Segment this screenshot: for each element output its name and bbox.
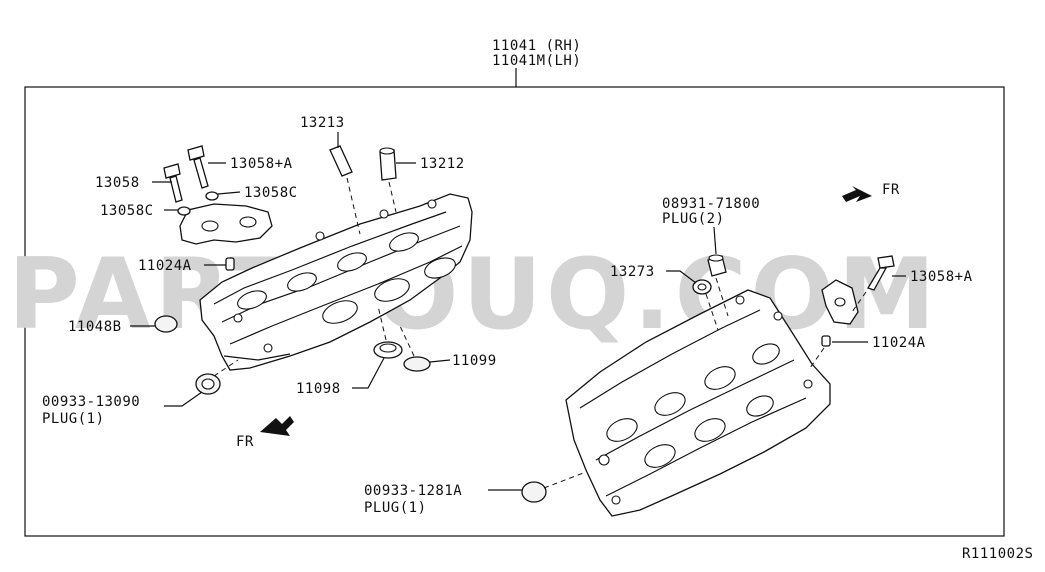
label-plug2: PLUG(2) [662, 211, 725, 227]
label-13058c-right: 13058C [244, 185, 298, 201]
label-11098: 11098 [296, 381, 341, 397]
label-13212: 13212 [420, 156, 465, 172]
plug-11048b[interactable] [154, 315, 178, 333]
label-11099: 11099 [452, 353, 497, 369]
label-fr-left: FR [236, 434, 254, 450]
seal-11099-dash [399, 325, 415, 357]
watermark: PARTSOUQ.COM [8, 238, 939, 352]
guide-13213-dash [346, 177, 361, 235]
label-00933-1281a: 00933-1281A [364, 483, 462, 499]
dowel-11024a-right[interactable] [821, 335, 831, 347]
bolt-right-dash [851, 291, 867, 313]
cylinder-head-right[interactable] [565, 289, 831, 517]
valve-guide-13212[interactable] [379, 147, 397, 181]
label-13058a-right: 13058+A [910, 269, 973, 285]
label-00933-13090: 00933-13090 [42, 394, 140, 410]
label-13058a-left: 13058+A [230, 156, 293, 172]
label-fr-right: FR [882, 182, 900, 198]
label-08931-71800: 08931-71800 [662, 196, 760, 212]
dowel-11024a-left[interactable] [225, 257, 235, 271]
washer-13058c-right[interactable] [205, 191, 219, 201]
label-13058c-left: 13058C [100, 203, 154, 219]
fr-arrow-right-icon [842, 186, 872, 202]
bolt-13058a-left[interactable] [187, 145, 209, 189]
plug-00933-1281a[interactable] [521, 481, 547, 503]
label-13273: 13273 [610, 264, 655, 280]
label-plug1-left: PLUG(1) [42, 411, 105, 427]
label-head-lh: 11041M(LH) [492, 53, 581, 69]
plug-left-dash [213, 359, 239, 377]
washer-13273[interactable] [692, 279, 712, 295]
diagram-frame [24, 86, 1005, 537]
leader-11099 [429, 359, 451, 363]
plug-00933-13090[interactable] [195, 373, 221, 395]
leader-13058c-right [217, 191, 241, 195]
leader-00933-13090 [164, 391, 203, 407]
bracket-right[interactable] [821, 279, 859, 325]
plug2-dash [715, 277, 729, 317]
leader-08931 [713, 226, 717, 255]
label-13213: 13213 [300, 115, 345, 131]
seal-11098[interactable] [373, 341, 403, 359]
label-head-rh: 11041 (RH) [492, 38, 581, 54]
label-11048b: 11048B [68, 319, 122, 335]
seal-11099[interactable] [403, 356, 431, 372]
cylinder-head-left[interactable] [199, 193, 473, 371]
dowel-right-dash [809, 347, 825, 369]
leader-13273 [666, 270, 697, 284]
guide-13212-dash [388, 181, 397, 213]
plug-08931-71800[interactable] [707, 254, 727, 277]
bolt-13058-left[interactable] [163, 163, 183, 203]
valve-guide-13213[interactable] [329, 145, 353, 177]
label-13058: 13058 [95, 175, 140, 191]
label-ref-code: R111002S [962, 546, 1033, 562]
label-11024a-left: 11024A [138, 258, 192, 274]
leader-11098 [352, 357, 385, 389]
label-plug1-bottom: PLUG(1) [364, 500, 427, 516]
washer-13273-dash [705, 293, 719, 331]
fr-arrow-left-icon [260, 416, 294, 436]
seal-11098-dash [377, 305, 387, 341]
label-11024a-right: 11024A [872, 335, 926, 351]
washer-13058c-left[interactable] [177, 206, 191, 216]
bracket-left[interactable] [179, 203, 273, 245]
plug-bottom-dash [543, 471, 587, 489]
bolt-13058a-right[interactable] [867, 255, 895, 291]
